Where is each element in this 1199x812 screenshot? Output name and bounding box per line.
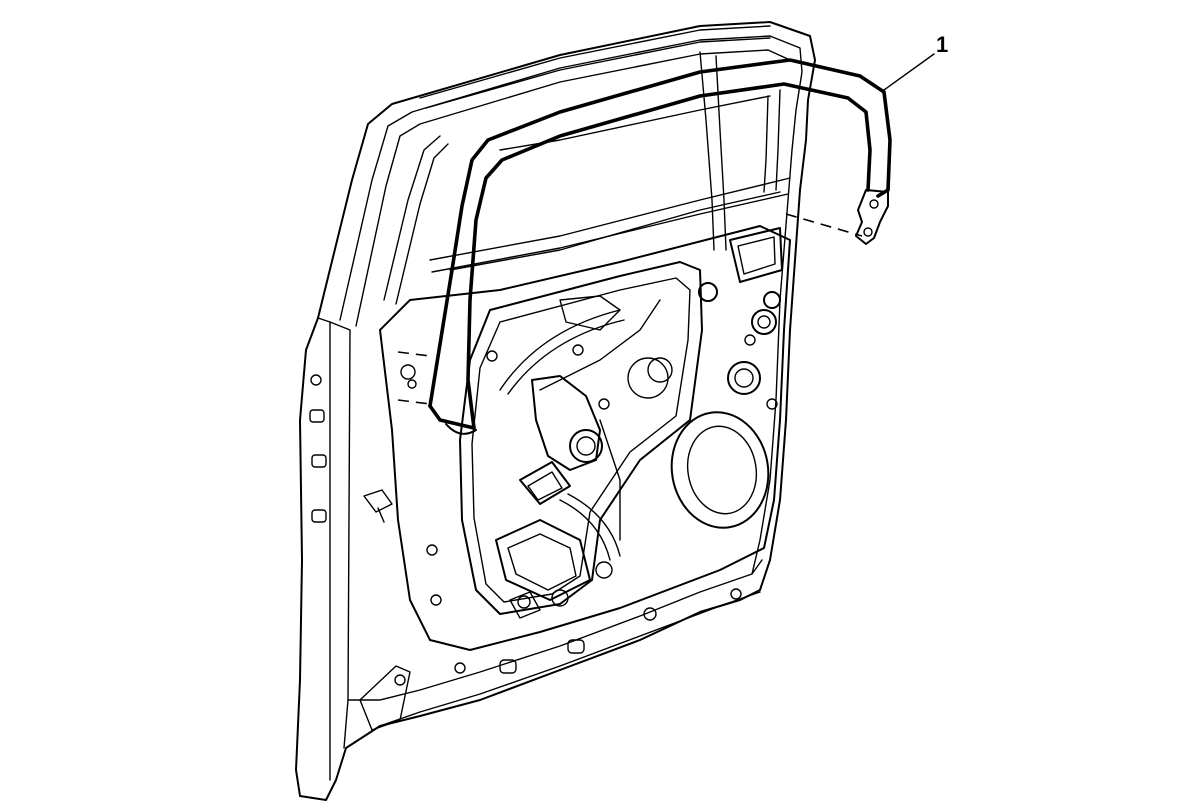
small-hole-2 (744, 334, 756, 346)
panel-hole-2 (572, 344, 584, 356)
callout-label: 1 (936, 32, 948, 57)
bottom-lower-edge (379, 591, 761, 727)
motor-connector (519, 461, 571, 505)
hinge-bolt-1 (400, 364, 416, 380)
pulley (627, 357, 669, 399)
callout-1: 1 (883, 32, 948, 91)
regulator-vertical (599, 419, 621, 541)
front-hole (310, 374, 322, 386)
front-glass-channel-2 (395, 143, 449, 305)
front-install-line-2 (397, 351, 431, 357)
motor-gear-hub (576, 436, 596, 456)
weatherstrip-outer-edge (428, 58, 892, 408)
top-rail-1 (419, 25, 771, 99)
rear-glass-channel-1 (699, 51, 715, 251)
main-access-opening (459, 261, 703, 615)
panel-hole-1 (486, 350, 498, 362)
lower-corner-pocket (359, 665, 411, 731)
harness-2 (567, 493, 621, 557)
glass-channels (383, 51, 791, 305)
main-access-inner (471, 277, 691, 603)
motor-gear (569, 429, 603, 463)
speaker-opening (670, 411, 770, 529)
inner-panel-outline (379, 225, 791, 651)
latch-link (377, 507, 385, 523)
top-rail-2 (425, 37, 771, 109)
round-hole-1-inner (734, 368, 754, 388)
drain-hole-4 (730, 588, 742, 600)
beltline-1 (429, 177, 791, 261)
window-frame-outer (339, 35, 803, 321)
round-hole-1 (727, 361, 761, 395)
front-slot-3 (311, 509, 327, 523)
rear-bracket-hole-2 (863, 227, 873, 237)
bottom-fastener-3 (517, 595, 531, 609)
drain-hole-6 (394, 674, 406, 686)
window-regulator (495, 295, 669, 619)
round-hole-3 (763, 291, 781, 309)
weatherstrip-rear-bracket (855, 189, 889, 245)
latch-bracket (363, 489, 393, 513)
panel-hole-3 (598, 398, 610, 410)
regulator-cable-2 (507, 319, 625, 395)
callout-leader-line (883, 53, 935, 91)
regulator-arm (559, 295, 621, 331)
bottom-fastener-2 (595, 561, 613, 579)
side-hole-1 (426, 544, 438, 556)
window-frame-inner-line (355, 49, 791, 327)
rear-frame-vert-1 (775, 89, 781, 191)
drain-hole-5 (454, 662, 466, 674)
round-hole-2 (698, 282, 718, 302)
weatherstrip-front-end (428, 404, 476, 430)
beltline-2 (431, 193, 789, 273)
front-glass-channel (383, 135, 441, 301)
motor-connector-detail (527, 471, 563, 501)
door-outer-edge (295, 21, 816, 801)
install-lines (397, 213, 863, 405)
drain-hole-1 (499, 659, 517, 674)
rear-bracket-hole-1 (869, 199, 879, 209)
upper-rear-opening-inner (737, 236, 776, 275)
small-hole-1 (766, 398, 778, 410)
front-install-line-1 (397, 399, 431, 405)
motor-housing (531, 375, 601, 471)
rear-edge-inner (751, 199, 789, 575)
speaker-opening-inner (686, 425, 758, 515)
door-shell (295, 21, 816, 801)
rear-frame-vert-2 (763, 95, 769, 193)
rear-install-line (785, 213, 863, 237)
drain-hole-2 (567, 639, 585, 654)
front-edge-inner (317, 317, 331, 781)
front-slot-1 (309, 409, 325, 423)
lower-module-detail (507, 533, 577, 591)
hinge-bolt-2 (407, 379, 417, 389)
front-edge-flange (329, 321, 351, 749)
drain-hole-3 (643, 607, 657, 621)
weatherstrip-callout-part (428, 58, 892, 435)
upper-rear-opening (729, 227, 783, 283)
bottom-sill (347, 559, 763, 701)
lower-module-tab (509, 591, 541, 619)
front-slot-2 (311, 454, 327, 468)
regulator-cable-1 (499, 309, 621, 391)
regulator-rail (539, 299, 661, 391)
window-glass-top (499, 95, 771, 151)
side-hole-2 (430, 594, 442, 606)
grommet-1 (751, 309, 777, 335)
rear-glass-channel-2 (715, 55, 727, 251)
grommet-1-inner (757, 315, 771, 329)
lower-module (495, 519, 591, 601)
harness-1 (559, 499, 611, 561)
motor-boss (647, 357, 673, 383)
weatherstrip-inner-edge (466, 82, 872, 430)
weatherstrip-front-end-clip (445, 423, 477, 435)
window-glass-bottom (449, 191, 781, 271)
inner-panel (363, 225, 791, 686)
